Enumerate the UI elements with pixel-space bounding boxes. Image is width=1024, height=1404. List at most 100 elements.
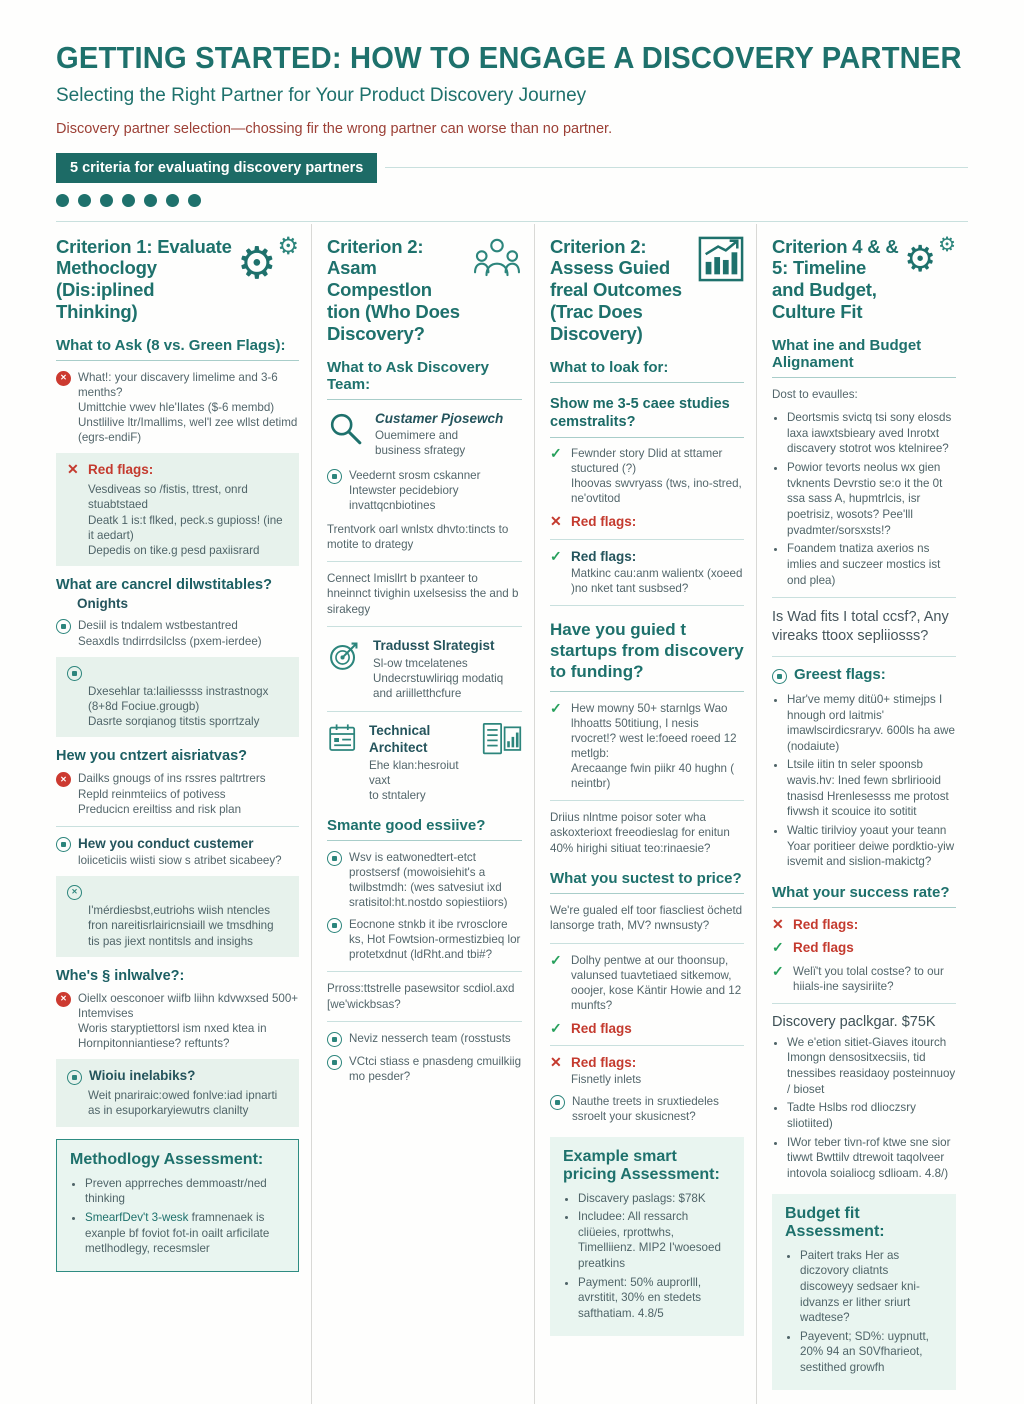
assessment-box: Budget fit Assessment:Paitert traks Her … bbox=[772, 1193, 956, 1390]
big-heading: Have you guied t startups from discovery… bbox=[550, 619, 744, 692]
section-heading: Smante good essiive? bbox=[327, 817, 522, 842]
bullet-item: Includee: All ressarch cliüeies, rprottw… bbox=[578, 1209, 731, 1272]
section-heading: What you suctest to price? bbox=[550, 870, 744, 894]
check-icon: ✓ bbox=[772, 939, 784, 956]
list-item: Veedernt srosm cskanner Intewster pecide… bbox=[327, 468, 522, 513]
text-block: Driius nlntme poisor soter wha askoxteri… bbox=[550, 811, 730, 855]
check-icon: ✓ bbox=[550, 1019, 562, 1036]
list-item-line: Unstlilive ltr/Imallims, wel'l zee wllst… bbox=[78, 416, 298, 445]
circle-x-icon: ✕ bbox=[67, 884, 82, 900]
circle-icon-dot bbox=[332, 1037, 337, 1043]
bullet-item: Preven apprreches demmoastr/ned thinking bbox=[85, 1176, 285, 1207]
mint-box-lines: Weit pnariraic:owed fonlve:iad ipnarti a… bbox=[88, 1088, 288, 1119]
circle-icon bbox=[327, 851, 342, 867]
section-heading: What to loak for: bbox=[550, 359, 744, 383]
feature-title: Technical Architect bbox=[369, 722, 431, 756]
section-heading: What your success rate? bbox=[772, 884, 956, 908]
bullet-list: Har've memy ditü0+ stimejps I hnough ord… bbox=[772, 692, 956, 870]
mint-box: Dxesehlar ta:lailiessss instrastnogx (8+… bbox=[56, 656, 299, 738]
flag-label: Red flags bbox=[571, 1020, 632, 1036]
mint-box: ✕ I'mérdiesbst,eutriohs wiish ntencles fr… bbox=[56, 875, 299, 957]
list-item-line: loiiceticiis wiisti siow s atribet sicab… bbox=[78, 853, 282, 867]
dot bbox=[100, 193, 113, 207]
assessment-title: Methodlogy Assessment: bbox=[70, 1150, 264, 1168]
list-item: VCtci stiass e pnasdeng cmuilkiig mo pes… bbox=[327, 1054, 522, 1084]
column-header: Criterion 2: Asam Compestlon tion (Who D… bbox=[327, 236, 522, 345]
list-item-line: Seaxdls tndirrdsilclss (pxem-ierdee) bbox=[78, 634, 262, 648]
list-item-body: Welï't you tolal costse? to our hiials-i… bbox=[793, 964, 956, 994]
column-criterion-4-5: Criterion 4 & & 5: Timeline and Budget, … bbox=[756, 223, 968, 1404]
package-bullets: We e'etion sitiet-Giaves itourch Imongn … bbox=[772, 1035, 956, 1182]
mint-box-title: Wioiu inelabiks? bbox=[89, 1068, 196, 1084]
criteria-badge: 5 criteria for evaluating discovery part… bbox=[56, 152, 378, 183]
feature-title: Tradusst Slrategist bbox=[373, 638, 495, 654]
dot bbox=[56, 193, 69, 207]
x-icon: ✕ bbox=[550, 1054, 562, 1071]
divider bbox=[327, 626, 522, 628]
circle-icon-dot bbox=[777, 673, 782, 679]
doc-chart-icon bbox=[482, 722, 522, 762]
column-title: Criterion 1: Evaluate Methoclogy (Dis:ip… bbox=[56, 235, 232, 323]
mint-box: Wioiu inelabiks? Weit pnariraic:owed fonl… bbox=[56, 1059, 299, 1127]
flag-line: Greest flags: bbox=[772, 666, 956, 684]
divider bbox=[327, 561, 522, 563]
mint-box-header: Wioiu inelabiks? bbox=[67, 1067, 288, 1086]
list-item-body: Fewnder story Dlid at sttamer stuctured … bbox=[571, 446, 744, 506]
divider bbox=[550, 538, 744, 540]
list-item-title: Red flags: bbox=[571, 1055, 637, 1071]
divider bbox=[550, 604, 744, 606]
dot bbox=[122, 193, 135, 207]
list-item-line: Welï't you tolal costse? to our hiials-i… bbox=[793, 964, 944, 993]
divider bbox=[550, 1045, 744, 1047]
divider bbox=[772, 655, 956, 657]
assessment-bullets: Discavery paslags: $78KIncludee: All res… bbox=[563, 1191, 731, 1322]
assessment-bullets: Paitert traks Her as diczovory cliatnts … bbox=[785, 1248, 943, 1376]
column-criterion-1: Criterion 1: Evaluate Methoclogy (Dis:ip… bbox=[56, 224, 311, 1404]
text-block: Cennect Imisllrt b pxanteer to hneinnct … bbox=[327, 572, 519, 616]
check-icon: ✓ bbox=[550, 547, 562, 564]
people-icon bbox=[472, 236, 522, 283]
mint-box-line: Vesdiveas so /fistis, ttrest, onrd stuab… bbox=[88, 482, 248, 512]
column-header: Criterion 1: Evaluate Methoclogy (Dis:ip… bbox=[56, 234, 299, 323]
circle-icon bbox=[772, 668, 787, 684]
bullet-item: SmearfDev't 3-wesk framnenaek is exanple… bbox=[85, 1210, 285, 1257]
list-item: Wsv is eatwonedtert-etct prostsersf (mow… bbox=[327, 850, 522, 910]
list-item-line: Ihoovas swvryass (tws, ino-stred, ne'ovt… bbox=[571, 477, 742, 506]
dot bbox=[188, 193, 201, 207]
badge-row: 5 criteria for evaluating discovery part… bbox=[56, 152, 968, 183]
assessment-title: Example smart pricing Assessment: bbox=[563, 1147, 720, 1183]
clipboard-icon bbox=[327, 722, 359, 759]
column-header: Criterion 4 & & 5: Timeline and Budget, … bbox=[772, 231, 956, 323]
flag-line: ✓ Red flags bbox=[550, 1019, 744, 1036]
page-subtitle: Selecting the Right Partner for Your Pro… bbox=[56, 84, 587, 106]
mint-box-title: Red flags: bbox=[88, 462, 154, 478]
bullet-item: Powior tevorts neolus wx gien tvknents D… bbox=[787, 460, 956, 538]
list-item-body: Neviz nesserch team (rosstusts bbox=[349, 1031, 522, 1047]
circle-icon-dot bbox=[72, 1075, 77, 1081]
list-item-line: Dolhy pentwe at our thoonsup, valunsed t… bbox=[571, 953, 742, 1012]
divider bbox=[327, 1021, 522, 1023]
section-heading: What to Ask Discovery Team: bbox=[327, 359, 522, 400]
circle-icon bbox=[327, 1032, 342, 1048]
gear-icon: ⚙ bbox=[904, 238, 937, 280]
circle-icon bbox=[67, 665, 82, 681]
feature-line: Sl-ow tmcelatenes bbox=[373, 656, 468, 670]
list-item-title: Red flags: bbox=[571, 548, 637, 564]
mint-box-line: Weit pnariraic:owed fonlve:iad ipnarti a… bbox=[88, 1089, 278, 1118]
mint-box-lines: I'mérdiesbst,eutriohs wiish ntencles fro… bbox=[88, 903, 288, 949]
feature-line: Ehe klan:hesroiut vaxt bbox=[369, 758, 459, 787]
tagline: Discovery partner selection—chossing fir… bbox=[56, 120, 613, 137]
list-item: Eocnone stnkb it ibe rvrosclore ks, Hot … bbox=[327, 917, 522, 962]
circle-icon bbox=[327, 469, 342, 485]
list-item-line: Hew mowny 50+ starnlgs Wao lhhoatts 50ti… bbox=[571, 701, 737, 760]
gear-icon: ⚙ bbox=[237, 237, 277, 289]
package-title: Discovery paclkgar. $75K bbox=[772, 1013, 936, 1030]
check-icon: ✓ bbox=[550, 699, 562, 716]
gear-icon: ⚙ bbox=[938, 231, 956, 256]
